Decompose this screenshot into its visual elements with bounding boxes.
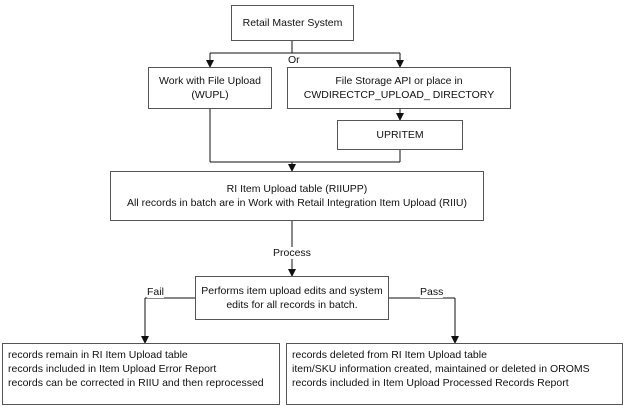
edits-line-2: edits for all records in batch. — [226, 299, 358, 311]
fail-result-box: records remain in RI Item Upload table r… — [2, 343, 280, 405]
pass-label: Pass — [420, 286, 444, 298]
pass-result-box: records deleted from RI Item Upload tabl… — [286, 343, 623, 405]
fail-result-line-2: records included in Item Upload Error Re… — [8, 363, 217, 375]
wupl-line-1: Work with File Upload — [159, 75, 261, 87]
upritem-box: UPRITEM — [337, 120, 463, 150]
process-label: Process — [271, 247, 313, 259]
fail-result-line-1: records remain in RI Item Upload table — [8, 349, 188, 361]
item-upload-edits-box: Performs item upload edits and system ed… — [195, 276, 389, 320]
fail-result-line-3: records can be corrected in RIIU and the… — [8, 377, 264, 389]
ri-table-line-1: RI Item Upload table (RIIUPP) — [226, 183, 368, 195]
file-storage-line-2: CWDIRECTCP_UPLOAD_ DIRECTORY — [303, 89, 495, 101]
wupl-box: Work with File Upload (WUPL) — [148, 67, 272, 109]
or-label: Or — [286, 54, 302, 66]
pass-result-line-2: item/SKU information created, maintained… — [292, 363, 590, 375]
file-storage-line-1: File Storage API or place in — [335, 75, 463, 87]
pass-result-line-1: records deleted from RI Item Upload tabl… — [292, 349, 487, 361]
retail-master-system-label: Retail Master System — [242, 17, 343, 29]
file-storage-box: File Storage API or place in CWDIRECTCP_… — [287, 67, 511, 109]
pass-result-line-3: records included in Item Upload Processe… — [292, 377, 569, 389]
edits-line-1: Performs item upload edits and system — [201, 285, 383, 297]
fail-label: Fail — [147, 286, 164, 298]
upritem-label: UPRITEM — [376, 129, 424, 141]
ri-item-upload-table-box: RI Item Upload table (RIIUPP) All record… — [110, 171, 484, 221]
retail-master-system-box: Retail Master System — [231, 5, 354, 41]
wupl-line-2: (WUPL) — [191, 89, 229, 101]
ri-table-line-2: All records in batch are in Work with Re… — [126, 197, 468, 209]
